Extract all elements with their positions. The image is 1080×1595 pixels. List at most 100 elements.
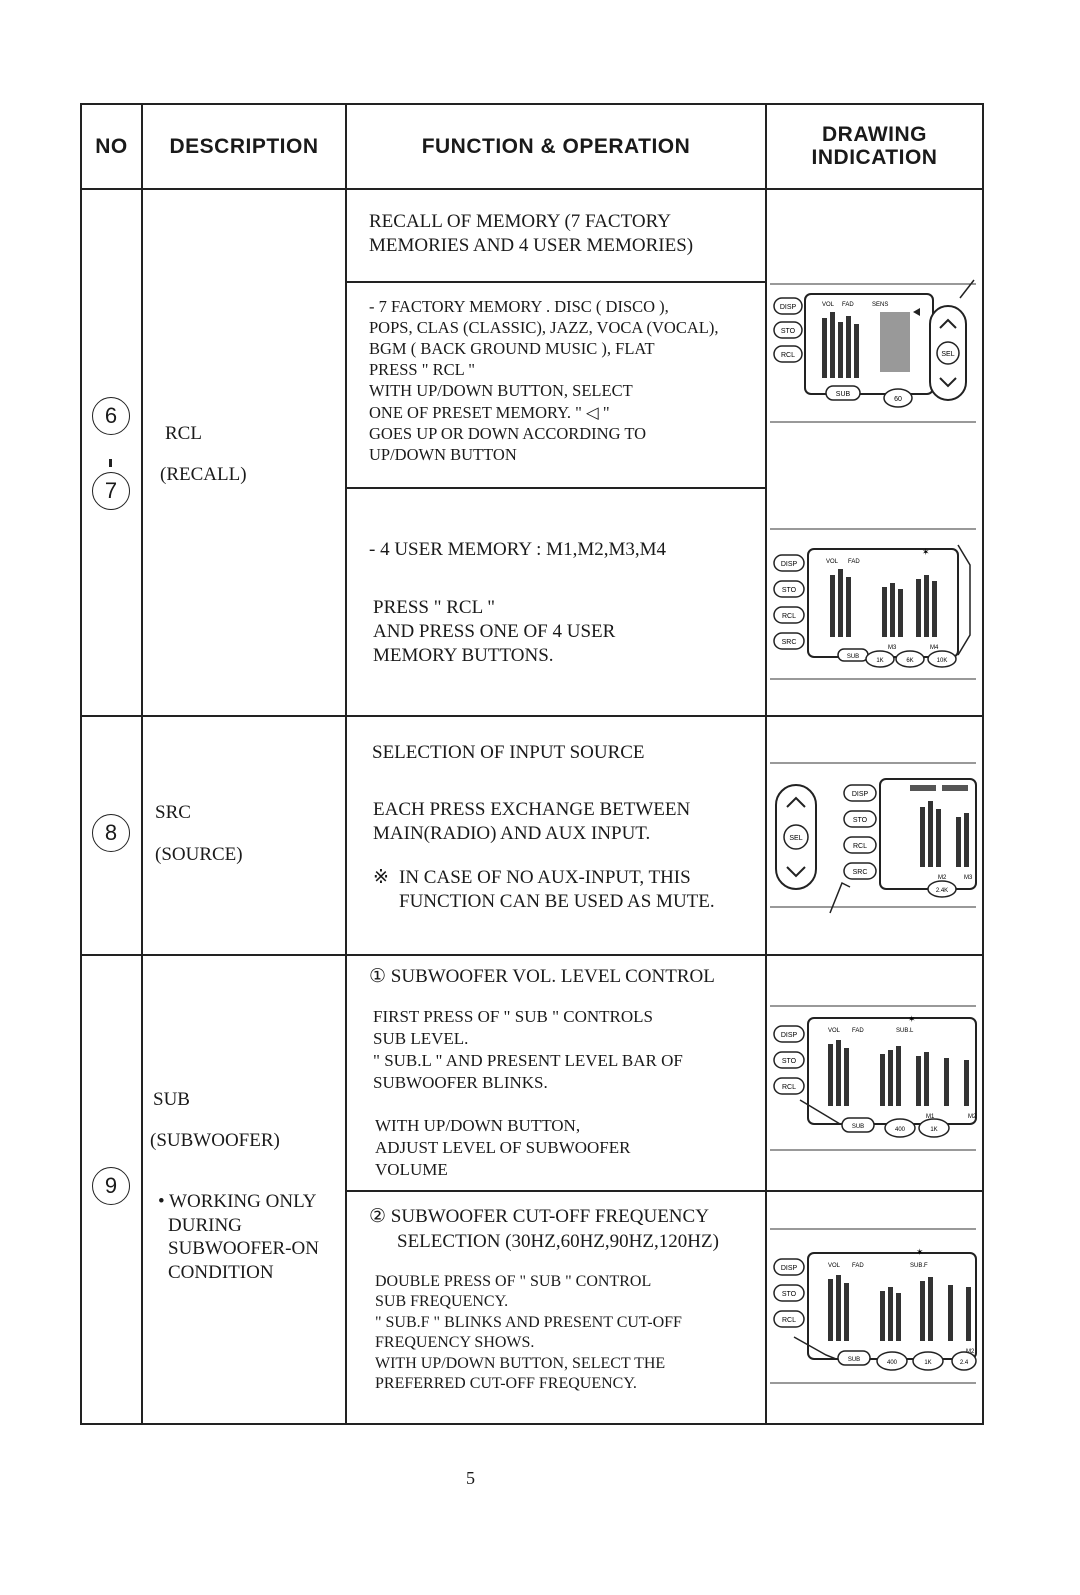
- d2-label-vol: VOL: [826, 559, 839, 565]
- d2-button-6k: 6K: [895, 650, 925, 668]
- header-divider: [80, 188, 984, 190]
- row-divider-rcl-src: [80, 715, 984, 717]
- src-text: EACH PRESS EXCHANGE BETWEEN MAIN(RADIO) …: [373, 798, 690, 846]
- rcl-sublabel: (RECALL): [160, 464, 247, 485]
- sub-note-line: • WORKING ONLY: [158, 1191, 317, 1212]
- svg-text:SUB: SUB: [848, 1357, 860, 1363]
- src-note-line-1: ※IN CASE OF NO AUX-INPUT, THIS: [373, 867, 691, 888]
- header-drawing-line2: INDICATION: [811, 145, 938, 169]
- d5-label-vol: VOL: [828, 1263, 841, 1269]
- d2-level-bars: [830, 569, 937, 637]
- func-divider-2: [345, 487, 765, 489]
- part2-line: SUB FREQUENCY.: [375, 1293, 509, 1311]
- d4-level-bars: [828, 1040, 969, 1106]
- d5-button-sub: SUB: [837, 1350, 871, 1366]
- svg-text:400: 400: [887, 1360, 898, 1366]
- d2-button-src: SRC: [773, 632, 805, 650]
- svg-text:10K: 10K: [937, 658, 948, 664]
- sub-part2-text: DOUBLE PRESS OF " SUB " CONTROL SUB FREQ…: [375, 1272, 682, 1395]
- svg-text:STO: STO: [782, 587, 797, 594]
- d5-label-subf: SUB.F: [910, 1263, 928, 1269]
- part1-line: WITH UP/DOWN BUTTON,: [375, 1116, 581, 1135]
- user-press-line: MEMORY BUTTONS.: [373, 645, 554, 667]
- rcl-intro: RECALL OF MEMORY (7 FACTORY MEMORIES AND…: [369, 210, 693, 258]
- svg-text:SUB: SUB: [852, 1124, 864, 1130]
- user-press-line: AND PRESS ONE OF 4 USER: [373, 621, 616, 643]
- svg-text:STO: STO: [782, 1291, 797, 1298]
- d5-button-2-4: 2.4: [951, 1351, 977, 1371]
- d4-label-vol: VOL: [828, 1028, 841, 1034]
- sub-part2-title: ② SUBWOOFER CUT-OFF FREQUENCY SELECTION …: [369, 1205, 719, 1254]
- d2-button-1k: 1K: [865, 650, 895, 668]
- part1-line: SUB LEVEL.: [373, 1029, 469, 1049]
- svg-text:60: 60: [894, 396, 902, 403]
- d4-button-sto: STO: [773, 1051, 805, 1069]
- d1-label-fad: FAD: [842, 302, 854, 308]
- rcl-label: RCL: [165, 423, 202, 444]
- d2-label-fad: FAD: [848, 559, 860, 565]
- factory-line: ONE OF PRESET MEMORY. " ◁ ": [369, 402, 610, 422]
- svg-text:SUB: SUB: [847, 654, 859, 660]
- src-line: MAIN(RADIO) AND AUX INPUT.: [373, 822, 651, 844]
- manual-table: [80, 103, 984, 1425]
- d3-button-sto: STO: [843, 810, 877, 828]
- d4-button-rcl: RCL: [773, 1077, 805, 1095]
- d2-label-m3: M3: [888, 645, 897, 651]
- svg-text:DISP: DISP: [781, 1265, 798, 1272]
- comma-separator: [109, 459, 112, 467]
- src-title: SELECTION OF INPUT SOURCE: [372, 742, 645, 763]
- d4-button-1k: 1K: [918, 1118, 950, 1138]
- part2-title-line1: ② SUBWOOFER CUT-OFF FREQUENCY: [369, 1206, 709, 1227]
- svg-text:RCL: RCL: [781, 352, 795, 359]
- factory-line: GOES UP OR DOWN ACCORDING TO: [369, 423, 647, 443]
- src-note-line-2: FUNCTION CAN BE USED AS MUTE.: [399, 890, 715, 912]
- sub-note-line: CONDITION: [168, 1261, 274, 1283]
- d5-label-m2: M2: [966, 1349, 975, 1355]
- factory-line: - 7 FACTORY MEMORY . DISC ( DISCO ),: [369, 297, 669, 316]
- d1-finger-icon: [959, 279, 975, 299]
- d1-updown-control: SEL: [929, 305, 967, 401]
- rcl-factory-text: - 7 FACTORY MEMORY . DISC ( DISCO ), POP…: [369, 296, 718, 465]
- row-number-6: 6: [92, 397, 130, 435]
- part1-line: " SUB.L " AND PRESENT LEVEL BAR OF: [373, 1051, 683, 1071]
- svg-text:RCL: RCL: [853, 843, 867, 850]
- d5-button-disp: DISP: [773, 1258, 805, 1276]
- d3-label-m3: M3: [964, 875, 973, 881]
- part2-line: DOUBLE PRESS OF " SUB " CONTROL: [375, 1273, 652, 1290]
- d1-button-sto: STO: [773, 321, 803, 339]
- func-divider-3: [345, 1190, 984, 1192]
- d3-label-m2: M2: [938, 875, 947, 881]
- src-note: ※IN CASE OF NO AUX-INPUT, THIS FUNCTION …: [373, 866, 715, 914]
- row-number-8: 8: [92, 814, 130, 852]
- d1-level-bars: [822, 312, 859, 378]
- svg-text:STO: STO: [782, 1058, 797, 1065]
- d5-finger-icon: [793, 1336, 837, 1360]
- d3-button-disp: DISP: [843, 784, 877, 802]
- d4-blink-icon: ✶: [908, 1014, 916, 1024]
- rcl-user-memory: - 4 USER MEMORY : M1,M2,M3,M4: [369, 539, 667, 560]
- d2-button-rcl: RCL: [773, 606, 805, 624]
- svg-text:SUB: SUB: [836, 391, 851, 398]
- d4-finger-icon: [799, 1099, 841, 1125]
- header-drawing-indication: DRAWING INDICATION: [767, 105, 982, 188]
- svg-text:DISP: DISP: [852, 791, 869, 798]
- d2-label-m4: M4: [930, 645, 939, 651]
- svg-text:6K: 6K: [906, 658, 913, 664]
- d2-blink-icon: ✶: [922, 547, 930, 557]
- d5-button-1k: 1K: [912, 1351, 944, 1371]
- d5-button-rcl: RCL: [773, 1310, 805, 1328]
- drawing-source: SEL DISP STO RCL SRC M2 M3 2.4K: [770, 762, 977, 914]
- header-drawing-line1: DRAWING: [822, 123, 927, 147]
- d2-button-disp: DISP: [773, 554, 805, 572]
- svg-text:DISP: DISP: [781, 561, 798, 568]
- header-no: NO: [95, 134, 128, 158]
- header-description: DESCRIPTION: [169, 134, 319, 158]
- d3-button-2-4k: 2.4K: [927, 880, 957, 898]
- svg-text:2.4: 2.4: [960, 1360, 969, 1366]
- part2-line: PREFERRED CUT-OFF FREQUENCY.: [375, 1375, 637, 1393]
- svg-text:STO: STO: [853, 817, 868, 824]
- d4-button-sub: SUB: [841, 1117, 875, 1133]
- col-divider-desc: [345, 103, 347, 1425]
- svg-text:RCL: RCL: [782, 613, 796, 620]
- sub-note-line: SUBWOOFER-ON: [168, 1238, 319, 1260]
